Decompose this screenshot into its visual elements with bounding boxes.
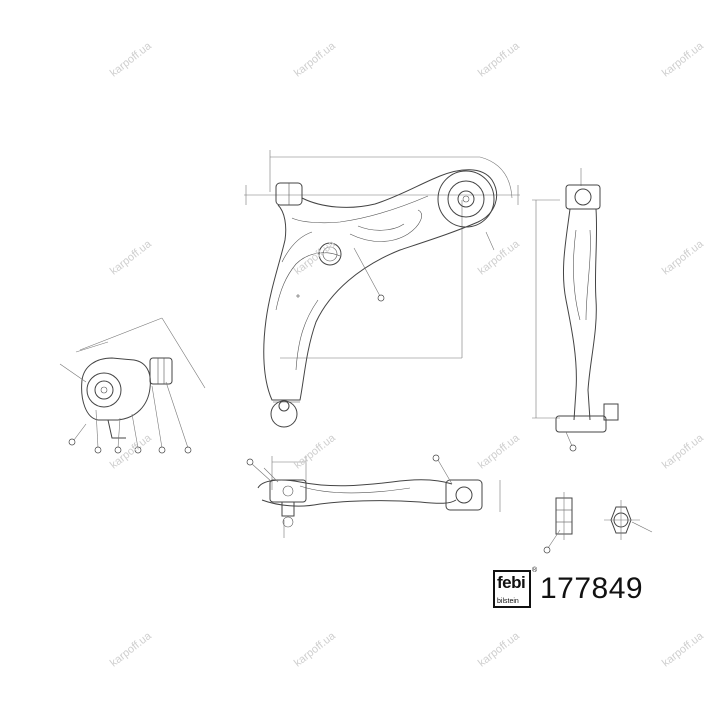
logo-sub: bilstein (497, 598, 519, 605)
part-number: 177849 (540, 572, 644, 605)
control-arm-main-view (244, 150, 520, 428)
logo-brand: febi (497, 573, 526, 592)
febi-logo: febi bilstein (493, 570, 531, 608)
control-arm-bottom-view (246, 454, 501, 538)
control-arm-side-view (532, 168, 619, 452)
nut-views (543, 492, 653, 554)
ball-joint-detail (59, 317, 206, 454)
registered-mark: ® (532, 567, 538, 574)
